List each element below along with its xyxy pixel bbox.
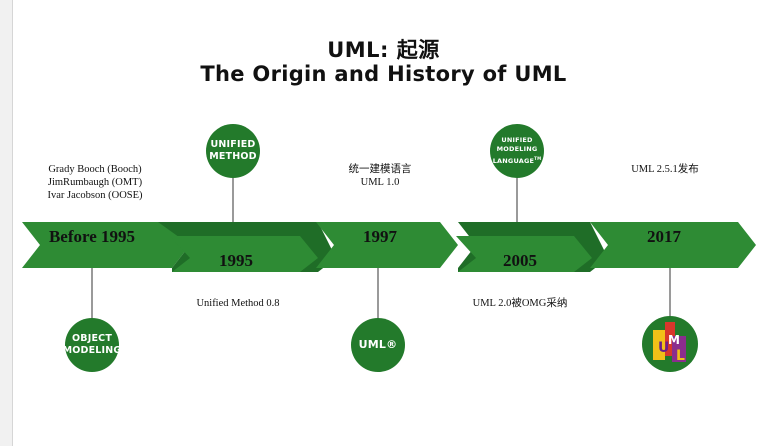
arrow-segment-2017 [590, 222, 756, 268]
note-jacobson: Ivar Jacobson (OOSE) [47, 190, 143, 201]
note-before-1995: Grady Booch (Booch) JimRumbaugh (OMT) Iv… [20, 163, 170, 202]
badge-text-object: OBJECT [72, 333, 112, 344]
note-2005: UML 2.0被OMG采纳 [472, 298, 568, 309]
badge-text-lang-language: LANGUAGE [492, 157, 535, 166]
left-edge-panel [0, 0, 13, 446]
title-chinese: UML: 起源 [327, 38, 440, 62]
uml-registered-badge: UML® [351, 318, 405, 372]
year-before-1995: Before 1995 [48, 227, 136, 246]
year-1995: 1995 [219, 251, 253, 270]
badge-text-unified: UNIFIED [210, 139, 256, 150]
note-1995: Unified Method 0.8 [196, 298, 280, 309]
uml-logo-icon: U M L [653, 322, 686, 364]
svg-text:U: U [658, 340, 669, 356]
uml-language-badge: UNIFIED MODELING LANGUAGETM [490, 124, 544, 178]
unified-method-badge: UNIFIED METHOD [206, 124, 260, 178]
arrow-segment-2005-band [456, 236, 592, 272]
note-1997-cn: 统一建模语言 [348, 164, 412, 175]
year-2017: 2017 [647, 227, 681, 246]
arrow-segment-1997 [316, 222, 458, 268]
trademark-mark: TM [534, 155, 542, 161]
note-2017: UML 2.5.1发布 [631, 164, 699, 175]
svg-text:L: L [676, 348, 685, 364]
title-english: The Origin and History of UML [200, 62, 567, 86]
svg-text:M: M [668, 333, 680, 347]
note-1997-version: UML 1.0 [360, 177, 400, 188]
year-1997: 1997 [363, 227, 397, 246]
arrow-segment-1995-band [170, 236, 318, 272]
note-booch: Grady Booch (Booch) [48, 164, 142, 175]
year-2005: 2005 [503, 251, 537, 270]
badge-text-modeling: MODELING [62, 345, 122, 356]
note-rumbaugh: JimRumbaugh (OMT) [47, 177, 143, 188]
badge-text-lang-modeling: MODELING [496, 144, 538, 153]
object-modeling-badge: OBJECT MODELING [62, 318, 122, 372]
note-1997: 统一建模语言 UML 1.0 [320, 163, 440, 189]
arrow-segment-before-1995 [22, 222, 190, 268]
badge-text-method: METHOD [209, 151, 257, 162]
badge-text-lang-unified: UNIFIED [501, 135, 533, 144]
